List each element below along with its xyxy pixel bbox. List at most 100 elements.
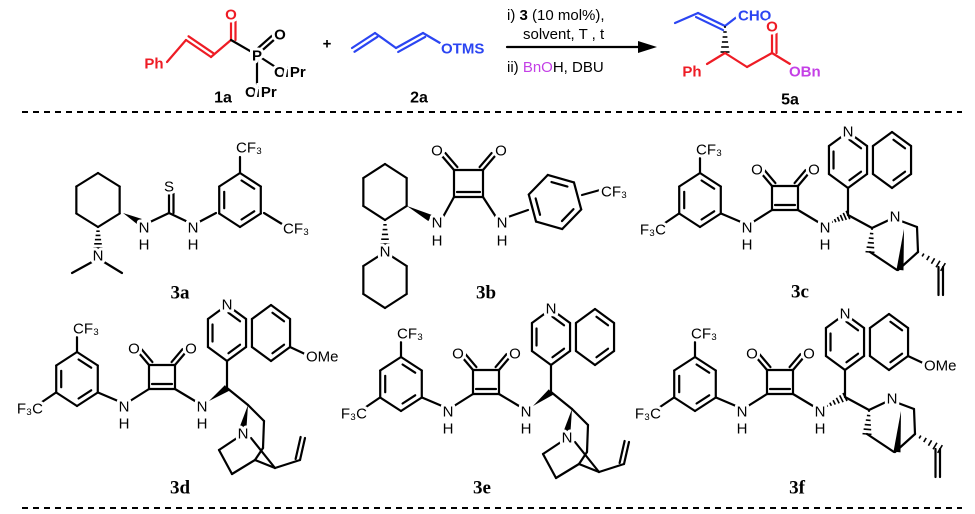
double-bond: [494, 352, 508, 369]
double-bond: [460, 355, 475, 372]
ring-bond: [379, 396, 403, 413]
ring-bond: [96, 212, 121, 229]
ring-bond: [225, 345, 248, 363]
ring-bond: [238, 212, 262, 229]
f3c-label: F₃C: [17, 401, 43, 418]
bond: [751, 208, 774, 224]
ring-double-bond: [401, 394, 417, 405]
cf3-label: CF₃: [397, 326, 423, 343]
atom-label: N: [820, 220, 831, 237]
ring-bond: [218, 212, 242, 229]
bond: [217, 436, 239, 452]
ring-double-bond: [595, 315, 610, 327]
ester-oxygen: O: [766, 19, 778, 36]
double-bond: [796, 171, 811, 188]
bond: [570, 407, 590, 427]
bond: [253, 458, 277, 470]
bond: [40, 391, 58, 404]
hashed-bond: [865, 228, 875, 254]
ring-bond: [362, 292, 387, 310]
double-bond: [791, 355, 806, 372]
ring-double-bond: [700, 179, 716, 190]
atom-label: H: [443, 421, 454, 438]
atom-label: O: [803, 346, 815, 363]
hashed-bond: [913, 432, 944, 454]
ring-double-bond: [271, 343, 286, 355]
ring-bond: [871, 172, 894, 190]
bond: [167, 211, 190, 224]
atom-label: O: [128, 341, 140, 358]
bond: [846, 213, 874, 230]
methoxy-label: OMe: [924, 358, 957, 375]
text-part: H, DBU: [553, 59, 604, 76]
text-part: Pr: [261, 84, 277, 101]
hashed-bond: [93, 226, 103, 249]
atom-label: H: [737, 421, 748, 438]
bond: [580, 188, 602, 197]
bond: [770, 51, 792, 66]
atom-label: H: [188, 237, 199, 254]
bond: [128, 387, 151, 403]
ring-bond: [206, 303, 229, 321]
ring-double-bond: [700, 210, 716, 221]
bond: [273, 458, 302, 470]
ring-double-bond: [889, 320, 904, 332]
f3c-label: F₃C: [635, 406, 661, 423]
bond: [893, 432, 917, 454]
compound-label-5a: 5a: [781, 92, 799, 109]
catalyst-label-3e: 3e: [473, 478, 491, 499]
oipr-label: OiPr: [245, 84, 277, 101]
carbonyl-oxygen: O: [225, 7, 237, 24]
ring-bond: [96, 171, 121, 188]
ring-bond: [824, 354, 847, 372]
ring-bond: [868, 354, 891, 372]
ring-bond: [843, 312, 866, 330]
ring-bond: [843, 354, 866, 372]
double-bond: [294, 435, 302, 461]
wedge-bond: [533, 389, 554, 406]
atom-label: N: [93, 248, 104, 265]
ring-double-bond: [845, 320, 860, 332]
bond: [230, 458, 257, 476]
double-bond: [397, 35, 427, 54]
atom-label: O: [746, 346, 758, 363]
atom-label: N: [843, 124, 854, 141]
ring-bond: [549, 307, 572, 325]
catalyst-label-3a: 3a: [171, 283, 191, 304]
cf3-label: CF₃: [236, 140, 262, 157]
wedge-bond: [407, 206, 432, 222]
double-bond: [788, 352, 802, 369]
italic-i: i: [286, 64, 291, 81]
bond: [723, 14, 740, 28]
double-bond: [694, 15, 725, 32]
atom-label: H: [815, 421, 826, 438]
ring-double-bond: [892, 170, 907, 182]
atom-label: H: [820, 237, 831, 254]
bond: [585, 423, 590, 454]
ring-bond: [534, 220, 564, 231]
bond: [165, 38, 188, 64]
bond: [441, 195, 456, 219]
ring-bond: [593, 307, 616, 325]
ring-bond: [673, 355, 697, 372]
bond: [791, 392, 815, 408]
double-bond: [255, 37, 277, 57]
text-part: (10 mol%),: [528, 7, 605, 24]
bond: [868, 250, 899, 272]
bond: [541, 452, 558, 480]
bond: [896, 250, 920, 272]
compound-label-2a: 2a: [410, 90, 428, 107]
double-bond: [618, 439, 626, 465]
ring-bond: [846, 130, 869, 148]
double-bond: [184, 38, 213, 59]
ring-bond: [362, 250, 387, 268]
hashed-bond: [916, 250, 947, 272]
atom-label: H: [521, 421, 532, 438]
ring-bond: [890, 172, 913, 190]
ring-bond: [55, 391, 79, 408]
bond: [663, 212, 681, 225]
double-bond: [440, 154, 456, 172]
catalyst-label-3c: 3c: [791, 282, 809, 303]
double-bond: [353, 35, 379, 53]
